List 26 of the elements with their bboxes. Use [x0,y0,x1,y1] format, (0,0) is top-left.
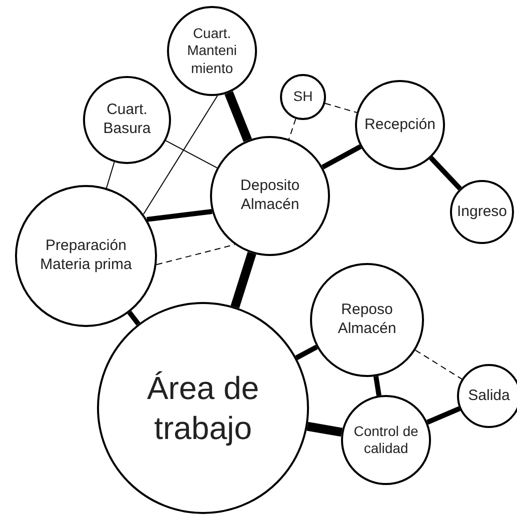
node-label: Cuart. Manteni miento [186,24,238,78]
node-label: Preparación Materia prima [39,237,133,275]
dashed-connector [156,244,236,266]
connector-line [426,406,461,425]
dashed-connector [324,102,358,114]
node-label: Área de trabajo [146,369,260,448]
node-label: Reposo Almacén [336,301,398,339]
connector-line [373,376,382,396]
connector-line [127,310,140,326]
node-label: Deposito Almacén [239,177,301,215]
node-label: Cuart. Basura [102,101,152,139]
connector-line [146,209,212,222]
connector-line [142,95,218,215]
connector-line [429,156,462,190]
connector-line [165,140,218,168]
dashed-connector [288,118,296,140]
wide-connector [224,91,252,142]
node-label: SH [292,88,314,106]
wide-connector [306,422,342,437]
dashed-connector [414,350,462,380]
node-label: Salida [467,386,511,406]
node-label: Recepción [364,116,436,134]
node-label: Control de calidad [352,422,420,458]
node-label: Ingreso [456,202,508,222]
connector-line [321,144,362,170]
connector-line [295,344,318,360]
